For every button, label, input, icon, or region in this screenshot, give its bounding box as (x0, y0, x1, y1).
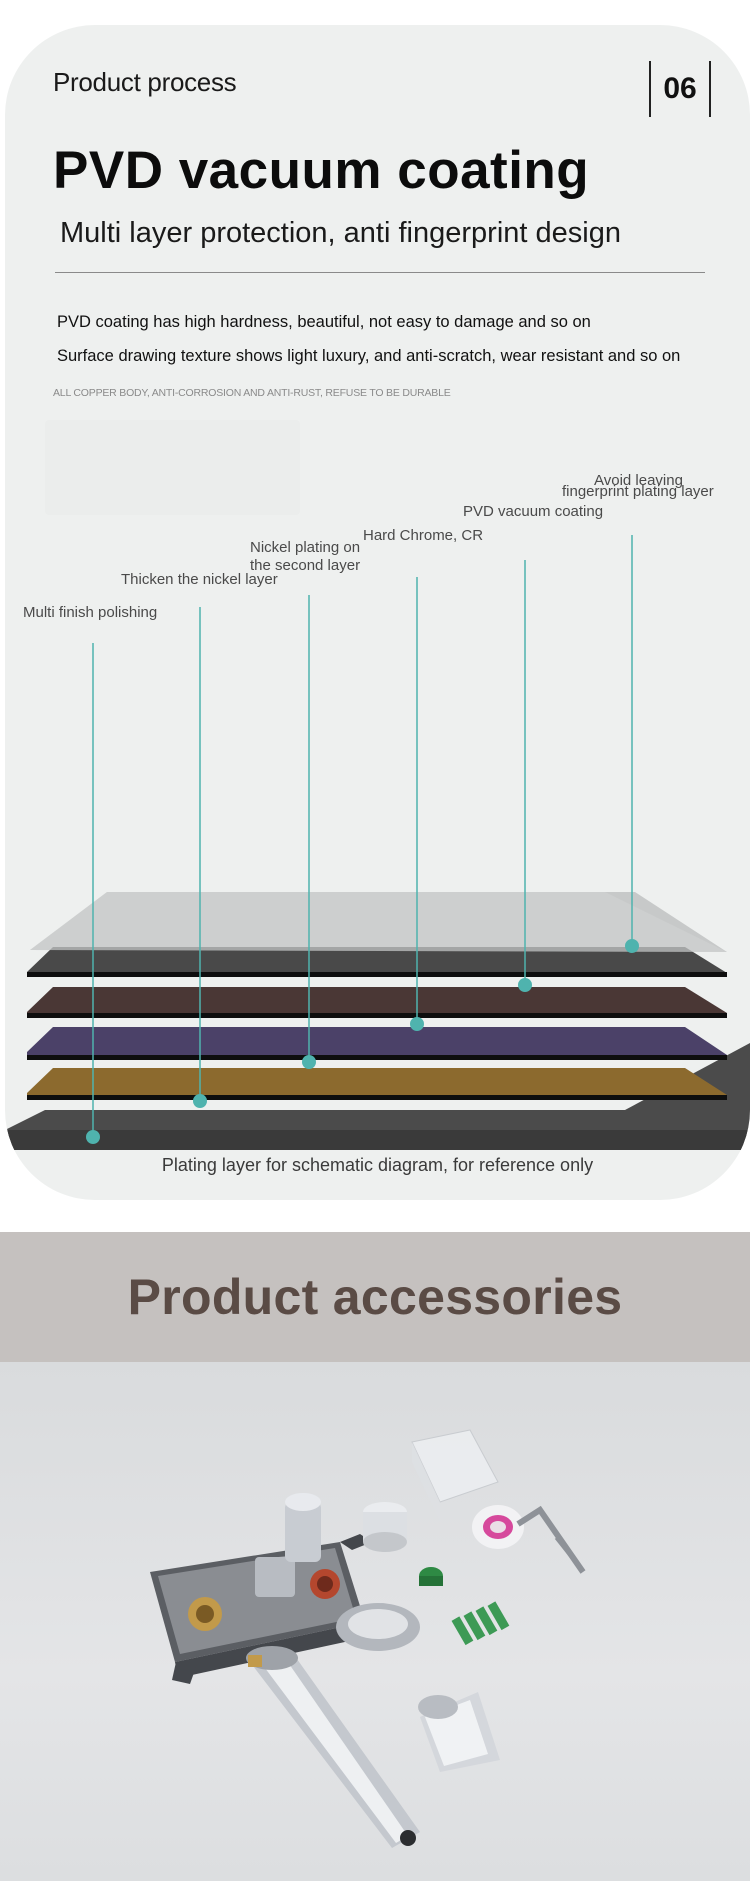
layer-dark (27, 947, 727, 977)
page-title: PVD vacuum coating (53, 141, 590, 200)
label-fingerprint-a: Avoid leaving (594, 472, 683, 489)
teflon-tape-image (472, 1505, 524, 1549)
faint-panel (45, 420, 300, 515)
label-nickel-second-b: the second layer (250, 557, 361, 574)
description-line-2: Surface drawing texture shows light luxu… (57, 347, 681, 365)
layer-glass (30, 892, 727, 952)
label-fingerprint-b: fingerprint plating layer (562, 483, 714, 500)
clear-cap-image (411, 1429, 499, 1522)
accessories-title: Product accessories (127, 1269, 623, 1325)
page-subtitle: Multi layer protection, anti fingerprint… (60, 217, 621, 249)
label-hard-chrome: Hard Chrome, CR (363, 527, 484, 544)
process-card: Product process 06 PVD vacuum coating Mu… (5, 25, 750, 1200)
accessories-illustration (150, 1429, 586, 1848)
lever-handle-image (418, 1692, 500, 1772)
allen-key-image (516, 1505, 586, 1574)
plating-layers-diagram: Multi finish polishing Thicken the nicke… (5, 472, 750, 1165)
dot-nickel2 (302, 1055, 316, 1069)
label-multi-finish-polishing: Multi finish polishing (23, 604, 158, 621)
accessories-header: Product accessories (0, 1232, 750, 1362)
wall-anchors-image (451, 1601, 510, 1646)
ring-image (336, 1603, 420, 1651)
dot-polishing (86, 1130, 100, 1144)
layer-base (5, 1043, 750, 1150)
divider (55, 272, 705, 273)
aerator-image (363, 1502, 407, 1552)
layers-svg (5, 535, 750, 1150)
green-plug-image (419, 1567, 443, 1586)
description-line-1: PVD coating has high hardness, beautiful… (57, 313, 591, 331)
layer-dark-edge (27, 972, 727, 977)
section-eyebrow: Product process (53, 67, 237, 97)
step-number: 06 (649, 61, 711, 117)
layer-brown (27, 987, 727, 1018)
layer-base-edge (5, 1130, 750, 1150)
accessories-photo (0, 1362, 750, 1881)
diagram-footnote: Plating layer for schematic diagram, for… (161, 1155, 594, 1175)
dot-chrome (410, 1017, 424, 1031)
layer-purple (27, 1027, 727, 1059)
dot-nickel (193, 1094, 207, 1108)
layer-gold (27, 1068, 727, 1099)
valve-box-image (150, 1493, 372, 1684)
layer-brown-edge (27, 1013, 727, 1018)
label-pvd-coating: PVD vacuum coating (463, 503, 604, 520)
label-nickel-second-a: Nickel plating on (250, 539, 361, 556)
label-thicken-nickel: Thicken the nickel layer (121, 571, 278, 588)
layer-gold-edge (27, 1095, 727, 1100)
layer-glass-top (30, 892, 727, 952)
spout-image (246, 1646, 420, 1848)
layer-purple-edge (27, 1055, 727, 1060)
dot-pvd (518, 978, 532, 992)
fine-print: ALL COPPER BODY, ANTI-CORROSION AND ANTI… (53, 387, 451, 399)
dot-fingerprint (625, 939, 639, 953)
